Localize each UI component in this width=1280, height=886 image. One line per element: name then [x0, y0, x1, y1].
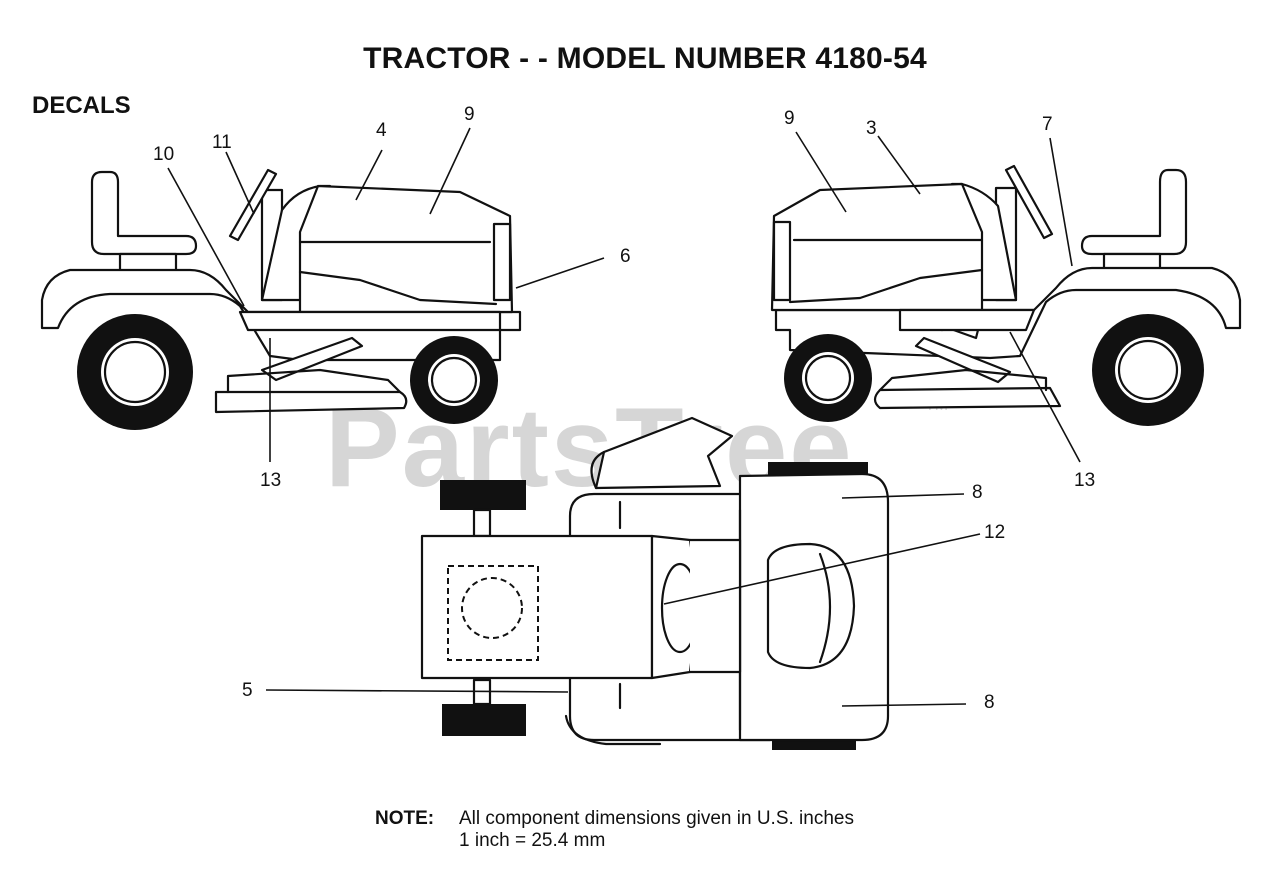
rear-tire-top-upper: [440, 480, 526, 510]
callout-3: 3: [866, 118, 877, 139]
seat-right: [1080, 168, 1188, 256]
hood-right: [770, 182, 984, 312]
callout-8-lower: 8: [984, 692, 995, 713]
mower-deck-right: [873, 386, 1062, 410]
mower-deck-left: [214, 390, 408, 414]
seat-left: [90, 170, 198, 256]
callout-6: 6: [620, 246, 631, 267]
note-line-2: 1 inch = 25.4 mm: [459, 830, 606, 851]
tractor-top-view: [420, 416, 890, 750]
tractor-right-side-view: [770, 164, 1242, 426]
callout-5: 5: [242, 680, 253, 701]
callout-7: 7: [1042, 114, 1053, 135]
grille-top: [766, 542, 856, 670]
rear-tire-top-lower: [442, 704, 526, 736]
steering-wheel-left: [228, 168, 278, 242]
callout-10: 10: [153, 144, 174, 165]
callout-4-left: 4: [376, 120, 387, 141]
footrest-left: [238, 310, 502, 332]
callout-11: 11: [212, 132, 232, 153]
callout-12: 12: [984, 522, 1005, 543]
page-title: TRACTOR - - MODEL NUMBER 4180-54: [363, 42, 927, 75]
tractor-left-side-view: [40, 168, 522, 430]
hood-left: [298, 184, 514, 314]
steering-wheel-right: [1004, 164, 1054, 240]
dimension-note: NOTE: All component dimensions given in U…: [375, 808, 854, 852]
callout-9-left: 9: [464, 104, 475, 125]
note-label: NOTE:: [375, 808, 435, 829]
callout-13-left: 13: [260, 470, 281, 491]
callout-9-right: 9: [784, 108, 795, 129]
callout-8-upper: 8: [972, 482, 983, 503]
front-tire-top-lower: [772, 740, 856, 750]
section-heading: DECALS: [32, 92, 131, 119]
note-text: All component dimensions given in U.S. i…: [459, 808, 854, 852]
footrest-right: [898, 308, 1036, 332]
callout-13-right: 13: [1074, 470, 1095, 491]
note-line-1: All component dimensions given in U.S. i…: [459, 808, 854, 829]
